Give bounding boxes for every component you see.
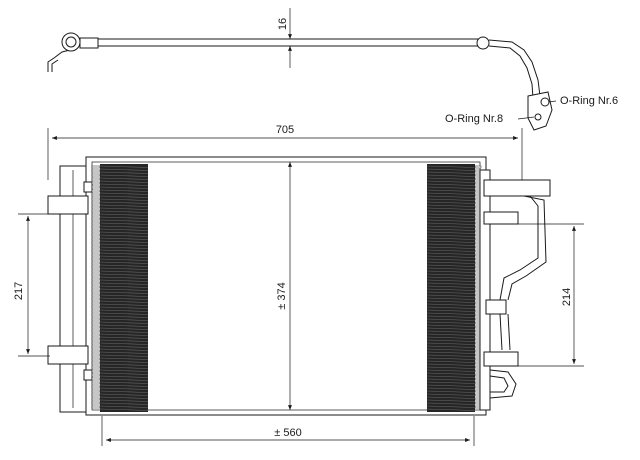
right-fitting-top: [483, 179, 551, 197]
core-height-dimension: ± 374: [276, 162, 292, 410]
right-fin-pack: [426, 164, 476, 412]
pipe-diameter-label: 16: [277, 18, 289, 30]
right-fitting-bottom: [483, 351, 519, 367]
total-width-label: 705: [276, 124, 294, 136]
core-height-label: ± 374: [276, 282, 288, 309]
oring-6-label: O-Ring Nr.6: [560, 95, 618, 107]
total-width-dimension: 705: [47, 124, 523, 180]
oring-8-label: O-Ring Nr.8: [445, 113, 503, 125]
left-comb: [91, 165, 101, 409]
core-width-label: ± 560: [274, 427, 301, 439]
right-bracket-dimension: 214: [518, 223, 584, 367]
left-bracket-label: 217: [13, 282, 25, 300]
pipe-diameter-dimension: 16: [277, 8, 297, 68]
left-bracket-dimension: 217: [13, 213, 50, 357]
condenser-core: [47, 156, 551, 416]
left-bracket-bottom: [47, 345, 89, 365]
left-bracket-top: [47, 195, 89, 215]
left-fin-pack: [99, 164, 149, 412]
right-bracket-label: 214: [561, 288, 573, 306]
core-width-dimension: ± 560: [101, 416, 475, 446]
